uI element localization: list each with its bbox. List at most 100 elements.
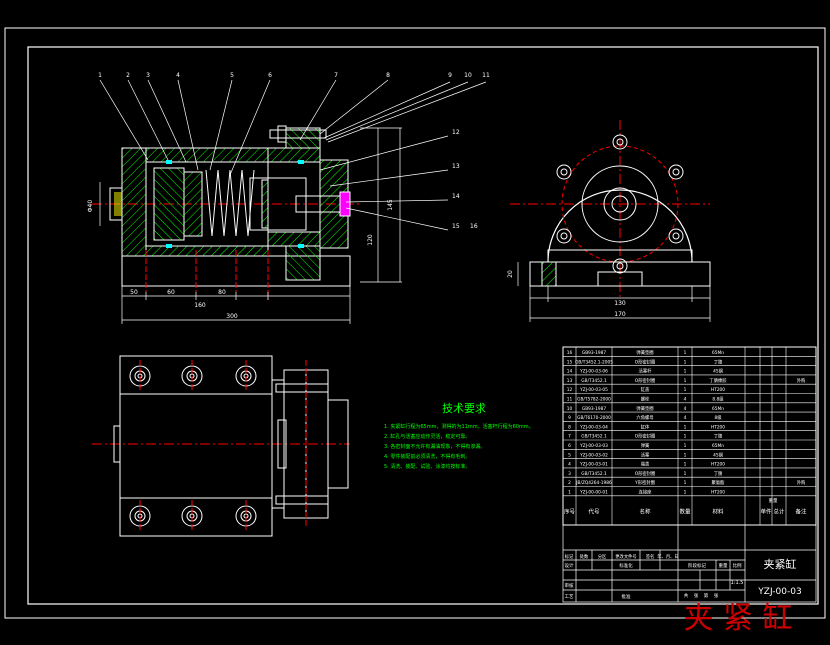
bom-cell: 1 — [684, 350, 687, 356]
callout-label: 11 — [482, 72, 490, 79]
bom-cell: 6 — [568, 443, 571, 449]
tb-cell: 张 — [714, 592, 719, 599]
tech-item: 5. 清洗、装配、试验、涂漆均按标准。 — [384, 463, 470, 470]
title-block — [562, 524, 817, 603]
bom-cell: 2 — [568, 480, 571, 486]
callout-label: 6 — [268, 72, 272, 79]
inner-border — [27, 46, 819, 605]
tech-item: 3. 各密封面不允许有漏油现象，不得有渗漏。 — [384, 443, 485, 450]
dim-bottom-1: 50 — [130, 289, 138, 296]
tb-row1: 年、月、日 — [657, 553, 678, 560]
bom-cell: GB/T6170-2000 — [577, 415, 611, 421]
callout-leaders — [99, 79, 487, 231]
bom-cell: 活塞 — [641, 451, 650, 458]
bom-header-weight: 重量 — [769, 497, 778, 504]
bom-cell: 9 — [568, 415, 571, 421]
callout-label: 8 — [386, 72, 390, 79]
callout-label: 5 — [230, 72, 234, 79]
bom-cell: YZJ-00-00-01 — [579, 490, 608, 496]
bom-cell: 弹簧 — [641, 442, 650, 449]
dim-left-dia: Φ40 — [87, 200, 94, 213]
scale-value: 1:1.5 — [731, 580, 744, 586]
bom-cell: 1 — [684, 490, 687, 496]
bom-cell: GB/T3452.1 — [581, 434, 607, 440]
callout-label: 1 — [98, 72, 102, 79]
dim-side-width: 170 — [614, 311, 626, 318]
bom-cell: GB/T3452.1 — [581, 378, 607, 384]
title-block-texts: 标记处数分区更改文件号签名年、月、日设计标准化阶段标记重量比例审核工艺批准共张第… — [565, 553, 742, 600]
bom-cell: 65Mn — [712, 350, 724, 356]
dim-bottom-2: 60 — [167, 289, 175, 296]
tb-cell: 标准化 — [619, 562, 633, 569]
bom-cell: 14 — [567, 369, 573, 375]
callout-label: 15 — [452, 223, 460, 230]
bom-cell: Y形密封圈 — [634, 479, 655, 486]
tb-cell: 第 — [704, 592, 709, 599]
bom-cell: 弹簧垫圈 — [636, 349, 653, 356]
bom-cell: YZJ-00-03-06 — [579, 369, 608, 375]
bom-cell: 8级 — [714, 414, 722, 421]
bom-cell: 丁腈 — [714, 470, 723, 477]
bom-cell: 65Mn — [712, 443, 724, 449]
tb-cell: 张 — [694, 592, 699, 599]
tb-row1: 签名 — [646, 553, 655, 560]
callout-label: 4 — [176, 72, 180, 79]
bom-cell: 1 — [684, 387, 687, 393]
bom-cell: YZJ-00-03-03 — [579, 443, 608, 449]
bom-cell: 4 — [684, 406, 687, 412]
bom-header-cell: 材料 — [712, 507, 724, 515]
tb-cell: 审核 — [565, 582, 574, 589]
bom-cell: O形密封圈 — [635, 358, 656, 365]
tech-items: 1. 夹紧缸行程为65mm，测得的为11mm，活塞杆行程为60mm。2. 缸孔与… — [384, 423, 534, 470]
bom-cell: 端盖 — [641, 461, 650, 468]
bom-cell: YZJ-00-03-05 — [579, 387, 608, 393]
bom-header-cell: 数量 — [679, 507, 691, 515]
bom-cell: 7 — [568, 434, 571, 440]
bom-header-cell: 名称 — [639, 507, 651, 515]
tb-row1: 处数 — [580, 553, 589, 560]
bom-cell: 3 — [568, 471, 571, 477]
bom-header-cell: 代号 — [588, 507, 600, 515]
tb-cell: 设计 — [565, 562, 574, 569]
bom-cell: 10 — [567, 406, 573, 412]
bom-cell: 1 — [684, 480, 687, 486]
bom-cell: HT200 — [711, 424, 725, 430]
bom-cell: 1 — [684, 434, 687, 440]
bom-cell: 1 — [684, 443, 687, 449]
tb-cell: 阶段标记 — [688, 562, 706, 569]
tb-row1: 分区 — [598, 553, 607, 560]
tech-item: 4. 零件装配前必须清洗，不得有毛刺。 — [384, 453, 470, 460]
bom-cell: 8.8级 — [712, 396, 724, 403]
bom-header-cell: 单件 — [760, 507, 772, 515]
bom-cell: JB/ZQ4264-1986 — [575, 480, 612, 486]
bom-cell: 13 — [567, 378, 573, 384]
bom-cell: 缸盖 — [641, 386, 650, 393]
bom-cell: 65Mn — [712, 406, 724, 412]
bom-cell: 丁腈橡胶 — [709, 377, 727, 384]
callout-label: 16 — [470, 223, 478, 230]
bom-cell: 4 — [684, 415, 687, 421]
part-name: 夹紧缸 — [764, 557, 797, 571]
tb-cell: 工艺 — [565, 594, 574, 600]
bom-cell: 螺栓 — [641, 396, 650, 403]
bom-cell: GB/T5782-2000 — [577, 397, 611, 403]
callout-label: 7 — [334, 72, 338, 79]
bom-cell: 45钢 — [713, 451, 723, 458]
bom-cell: 聚氨酯 — [712, 479, 726, 486]
dim-right-1: 145 — [387, 199, 394, 211]
bom-cell: YZJ-00-03-01 — [579, 462, 608, 468]
bom-cell: GB/T3452.1 — [581, 471, 607, 477]
bom-cell: 1 — [684, 471, 687, 477]
dim-bottom-4: 80 — [218, 289, 226, 296]
callout-label: 9 — [448, 72, 452, 79]
callout-label: 13 — [452, 163, 460, 170]
dim-bottom-total: 300 — [226, 313, 238, 320]
bom-cell: 12 — [567, 387, 573, 393]
bom-cell: 1 — [684, 359, 687, 365]
bom-cell: 1 — [684, 424, 687, 430]
bom-cell: O形密封圈 — [635, 470, 656, 477]
bom-cell: 丁腈 — [714, 358, 723, 365]
callout-label: 12 — [452, 129, 460, 136]
